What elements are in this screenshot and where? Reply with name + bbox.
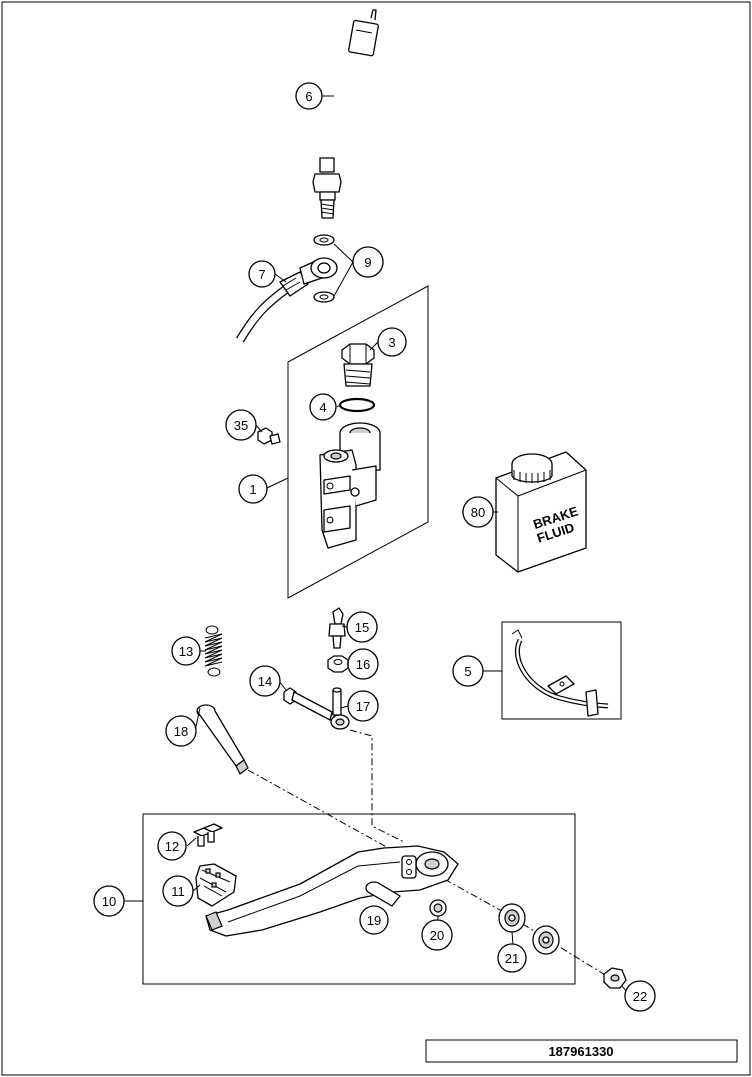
master-cylinder-group-frame [287,285,429,599]
return-spring-part [204,625,223,677]
svg-text:16: 16 [356,657,370,672]
svg-text:7: 7 [258,267,265,282]
callout-10: 10 [93,885,125,917]
svg-text:35: 35 [234,418,248,433]
pivot-pin-part [196,704,249,775]
callout-11: 11 [162,875,194,907]
callout-18: 18 [165,715,197,747]
svg-text:4: 4 [319,400,326,415]
brake-lever-part [205,845,459,937]
svg-text:6: 6 [305,89,312,104]
roller-part [365,881,401,907]
bearing-part [498,903,560,955]
callout-17: 17 [347,690,379,722]
callout-4: 4 [309,393,337,421]
mounting-screw-part [257,427,281,445]
svg-text:15: 15 [355,620,369,635]
reservoir-cap-part [341,343,375,387]
collar-nut-part [603,967,627,989]
callout-35: 35 [225,409,257,441]
brake-fluid-bottle-part: BRAKE FLUID [495,451,587,573]
diagram-id-box [425,1039,738,1063]
svg-text:21: 21 [505,951,519,966]
callout-12: 12 [157,831,187,861]
callout-20: 20 [421,919,453,951]
svg-text:1: 1 [249,482,256,497]
callout-16: 16 [347,648,379,680]
svg-text:22: 22 [633,989,647,1004]
callout-21: 21 [497,943,527,973]
assembly-axis-line [349,729,405,843]
sealing-washers-part [313,234,335,303]
callout-19: 19 [359,905,389,935]
nut-part [327,655,349,673]
callout-1: 1 [238,474,268,504]
bushing-part [429,899,447,917]
svg-text:12: 12 [165,839,179,854]
svg-text:5: 5 [464,664,471,679]
callout-7: 7 [248,260,276,288]
svg-text:3: 3 [388,335,395,350]
cable-guide-part [511,629,609,717]
callout-6: 6 [295,82,323,110]
footrest-screws-part [193,823,223,847]
push-rod-part [330,687,350,730]
svg-text:9: 9 [364,255,371,270]
master-cylinder-part [319,422,381,549]
callout-14: 14 [249,665,281,697]
svg-text:80: 80 [471,505,485,520]
svg-text:14: 14 [258,674,272,689]
bleeder-valve-part [328,607,346,649]
o-ring-part [338,397,376,413]
svg-text:11: 11 [171,884,185,899]
brake-hose-part [236,257,338,343]
step-plate-part [195,863,237,907]
callout-22: 22 [624,980,656,1012]
svg-text:19: 19 [367,913,381,928]
svg-text:18: 18 [174,724,188,739]
pivot-bolt-part [283,687,333,721]
svg-text:10: 10 [102,894,116,909]
brake-lever-group-frame [142,813,576,985]
brake-light-switch-part [312,9,379,219]
callout-80: 80 [462,496,494,528]
callout-9: 9 [352,246,384,278]
assembly-axis-line [247,769,611,979]
svg-text:13: 13 [179,644,193,659]
callout-15: 15 [346,611,378,643]
callout-3: 3 [377,327,407,357]
callout-5: 5 [452,655,484,687]
svg-text:20: 20 [430,928,444,943]
svg-text:17: 17 [356,699,370,714]
diagram-id: 187961330 [548,1044,613,1059]
callout-13: 13 [171,636,201,666]
